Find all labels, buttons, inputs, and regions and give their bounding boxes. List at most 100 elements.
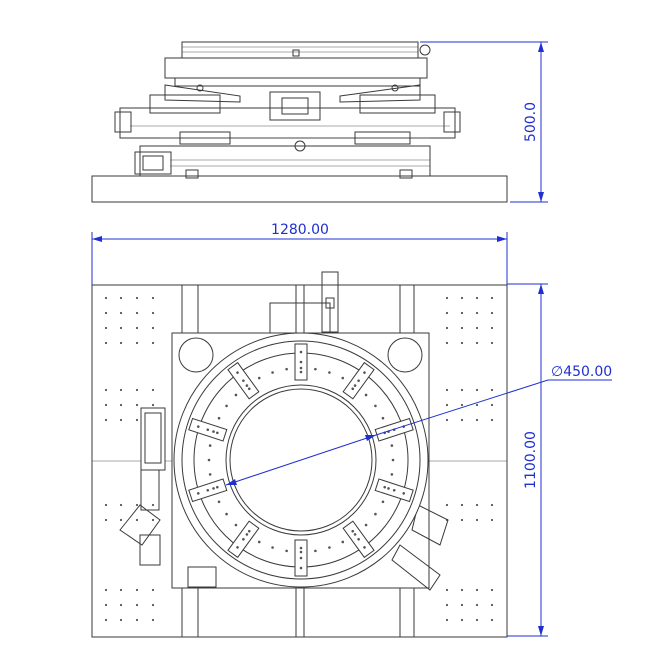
- side-view: [91, 41, 508, 203]
- bolt-hole: [353, 533, 357, 536]
- mount-hole: [135, 296, 139, 300]
- mount-hole: [460, 618, 464, 622]
- mount-hole: [445, 503, 449, 507]
- bolt-hole: [217, 416, 221, 420]
- clamp-bar: [294, 343, 308, 381]
- mount-hole: [151, 603, 155, 607]
- side-top-ring: [181, 41, 419, 59]
- bolt-hole: [353, 384, 357, 387]
- dim-label-1280: 1280.00: [271, 222, 329, 238]
- mount-hole: [151, 388, 155, 392]
- mount-hole: [135, 518, 139, 522]
- mount-hole: [151, 588, 155, 592]
- mount-hole: [104, 618, 108, 622]
- hole-grid: [104, 296, 494, 622]
- bolt-hole: [245, 533, 249, 536]
- bolt-hole: [299, 550, 303, 554]
- mount-hole: [460, 418, 464, 422]
- mount-hole: [490, 326, 494, 330]
- dim-label-1100: 1100.00: [523, 431, 539, 489]
- mount-hole: [475, 311, 479, 315]
- bolt-hole: [285, 549, 288, 553]
- mount-hole: [445, 588, 449, 592]
- bolt-hole: [212, 487, 215, 490]
- bolt-hole: [328, 371, 331, 374]
- bolt-hole: [364, 393, 368, 397]
- bolt-hole: [208, 444, 212, 447]
- mount-hole: [490, 588, 494, 592]
- mount-hole: [104, 311, 108, 315]
- mount-hole: [475, 603, 479, 607]
- mount-hole: [135, 326, 139, 330]
- mount-hole: [119, 311, 123, 315]
- mount-hole: [151, 296, 155, 300]
- mount-hole: [135, 388, 139, 392]
- mount-hole: [119, 588, 123, 592]
- mount-hole: [151, 403, 155, 407]
- mount-hole: [119, 618, 123, 622]
- mount-hole: [475, 503, 479, 507]
- bolt-hole: [314, 367, 317, 371]
- mount-hole: [445, 341, 449, 345]
- bolt-hole: [212, 430, 215, 433]
- mount-hole: [104, 503, 108, 507]
- clamp-bar: [188, 417, 228, 442]
- mount-hole: [445, 296, 449, 300]
- clamp-bar: [188, 478, 228, 503]
- mount-hole: [104, 388, 108, 392]
- mount-hole: [490, 403, 494, 407]
- side-lower-frame: [139, 145, 431, 177]
- rotary-clamps: [188, 343, 414, 577]
- dim-label-500: 500.0: [523, 102, 539, 142]
- bolt-hole: [364, 523, 368, 527]
- clamp-bar: [374, 478, 414, 503]
- bolt-hole: [341, 540, 345, 544]
- mount-hole: [119, 503, 123, 507]
- bolt-hole: [225, 404, 228, 408]
- bolt-hole: [208, 473, 212, 476]
- mount-hole: [119, 341, 123, 345]
- bolt-hole: [381, 500, 385, 504]
- bolt-hole: [390, 444, 394, 447]
- bolt-hole: [257, 540, 261, 544]
- mount-hole: [445, 311, 449, 315]
- mount-hole: [490, 503, 494, 507]
- dim-diameter: ∅450.00: [225, 364, 612, 486]
- mount-hole: [135, 503, 139, 507]
- mount-hole: [119, 296, 123, 300]
- mount-hole: [119, 518, 123, 522]
- bolt-hole: [217, 500, 221, 504]
- bolt-hole: [245, 384, 249, 387]
- mount-hole: [445, 618, 449, 622]
- bolt-hole: [328, 546, 331, 549]
- mount-hole: [104, 341, 108, 345]
- mount-hole: [490, 341, 494, 345]
- mount-hole: [119, 388, 123, 392]
- mount-hole: [151, 503, 155, 507]
- bolt-hole: [207, 458, 211, 462]
- mount-hole: [151, 518, 155, 522]
- mount-hole: [475, 403, 479, 407]
- mount-hole: [475, 518, 479, 522]
- mount-hole: [460, 518, 464, 522]
- dim-width-top: 1280.00: [91, 222, 508, 285]
- mount-hole: [135, 588, 139, 592]
- bolt-hole: [234, 393, 238, 397]
- bolt-hole: [257, 376, 261, 380]
- bolt-hole: [271, 546, 274, 549]
- mount-hole: [460, 388, 464, 392]
- clamp-bar: [227, 520, 260, 559]
- mount-hole: [490, 418, 494, 422]
- clamp-bar: [227, 361, 260, 400]
- mount-hole: [119, 403, 123, 407]
- mount-hole: [104, 588, 108, 592]
- bolt-hole: [234, 523, 238, 527]
- mount-hole: [460, 341, 464, 345]
- bolt-hole: [374, 404, 377, 408]
- mount-hole: [460, 503, 464, 507]
- mount-hole: [151, 326, 155, 330]
- bolt-hole: [314, 549, 317, 553]
- mount-hole: [119, 418, 123, 422]
- bolt-hole: [381, 416, 385, 420]
